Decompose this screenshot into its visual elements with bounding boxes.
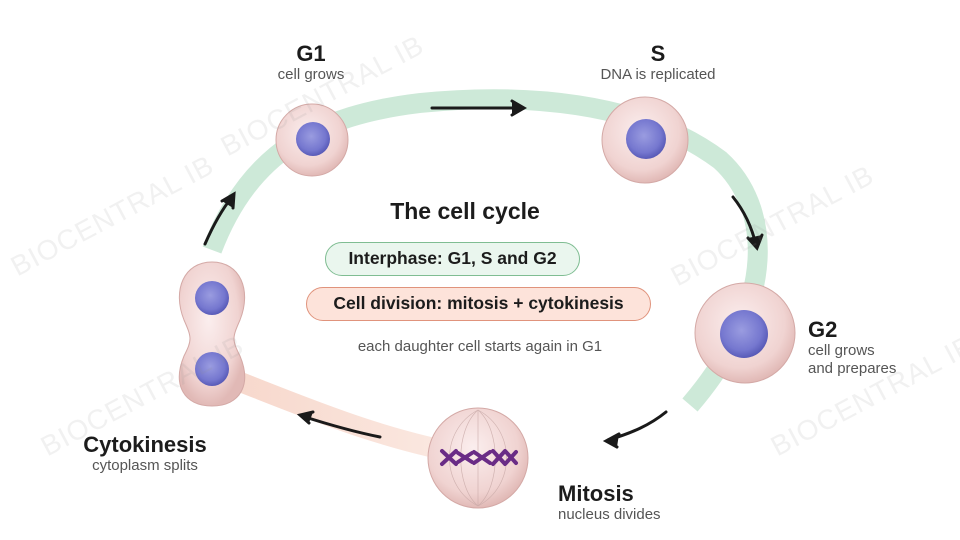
- chromosome-icon: [440, 449, 518, 466]
- s-label: S DNA is replicated: [578, 42, 738, 84]
- arrow-icon: [602, 410, 668, 449]
- center-note: each daughter cell starts again in G1: [357, 338, 603, 355]
- mitosis-cell: [427, 407, 529, 509]
- cytokinesis-label: Cytokinesis cytoplasm splits: [70, 433, 220, 475]
- cytokinesis-name: Cytokinesis: [83, 432, 207, 457]
- diagram-title: The cell cycle: [390, 198, 540, 224]
- cell-division-pill: Cell division: mitosis + cytokinesis: [306, 287, 651, 321]
- s-name: S: [650, 41, 666, 66]
- g2-cell: [694, 282, 796, 384]
- g2-desc-line1: cell grows: [808, 342, 875, 359]
- g1-label: G1 cell grows: [268, 42, 354, 84]
- g1-name: G1: [296, 41, 326, 66]
- mitosis-name: Mitosis: [558, 481, 634, 506]
- arrow-icon: [296, 410, 382, 439]
- cytokinesis-desc: cytoplasm splits: [92, 457, 198, 474]
- cytokinesis-cell: [178, 261, 246, 407]
- interphase-pill: Interphase: G1, S and G2: [325, 242, 580, 276]
- mitosis-label: Mitosis nucleus divides: [558, 482, 718, 524]
- mitosis-desc: nucleus divides: [558, 506, 661, 523]
- arrow-icon: [430, 99, 527, 117]
- arrow-icon: [203, 191, 236, 246]
- g1-cell: [275, 103, 349, 177]
- g2-name: G2: [808, 317, 838, 342]
- g2-desc-line2: and prepares: [808, 360, 897, 377]
- g1-desc: cell grows: [277, 66, 345, 83]
- g2-label: G2 cell grows and prepares: [808, 318, 938, 378]
- s-desc: DNA is replicated: [600, 66, 716, 83]
- s-cell: [601, 96, 689, 184]
- arrow-icon: [731, 195, 764, 251]
